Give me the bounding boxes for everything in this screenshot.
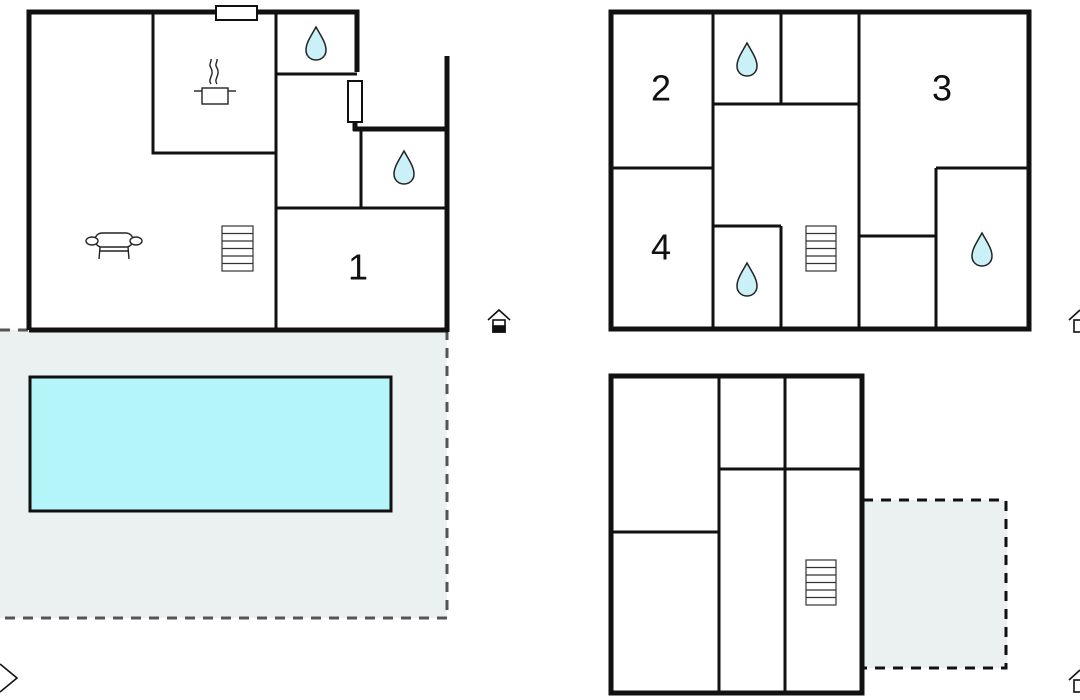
upper-floor-outer-walls [608, 9, 1032, 332]
lower-floor-outer-walls [608, 373, 865, 696]
room-label-3: 3 [932, 68, 952, 109]
kitchen-walls [151, 13, 276, 155]
terrace-dashed-border [0, 328, 449, 620]
ground-floor-outer-walls [26, 9, 360, 330]
room-label-2: 2 [651, 68, 671, 109]
compass-arrow-icon [0, 663, 19, 693]
entrance-house-icon [1068, 669, 1080, 693]
window-icon [215, 5, 258, 21]
water-drop-icon [736, 262, 758, 297]
swimming-pool [28, 375, 393, 513]
cooking-pot-icon [194, 58, 236, 105]
window-icon [347, 80, 363, 123]
entrance-house-icon [487, 308, 511, 333]
staircase-icon [805, 559, 837, 606]
water-drop-icon [393, 150, 415, 185]
water-drop-icon [736, 42, 758, 77]
water-drop-icon [971, 232, 993, 267]
water-drop-icon [305, 26, 327, 61]
lower-floor [608, 373, 1080, 696]
room-label-1: 1 [348, 247, 368, 288]
upper-floor: 2 3 4 [608, 9, 1080, 333]
annex-terrace-area [863, 500, 1007, 668]
annex-terrace-dashed-border [863, 498, 1008, 670]
staircase-icon [221, 225, 254, 272]
sofa-icon [85, 232, 143, 260]
entrance-house-icon [1068, 309, 1080, 333]
room-label-4: 4 [651, 227, 671, 268]
ground-floor: 1 [0, 5, 511, 693]
staircase-icon [805, 225, 837, 272]
